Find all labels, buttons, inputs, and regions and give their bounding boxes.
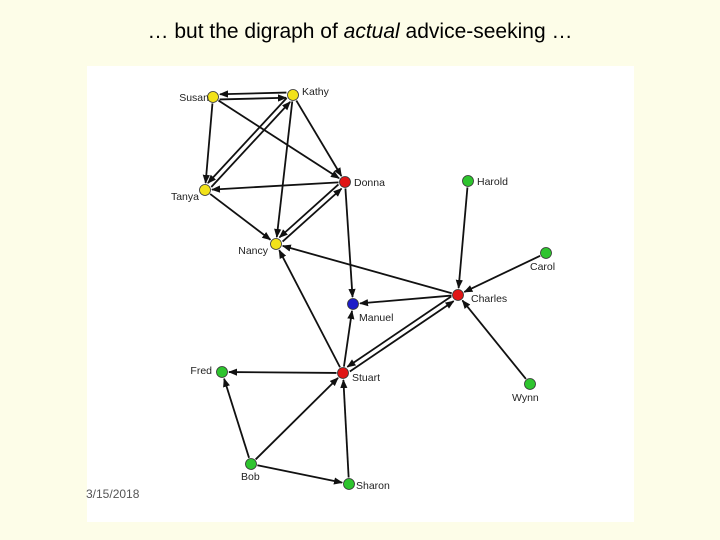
edge-carol-to-charles — [463, 254, 541, 293]
node-nancy: Nancy — [238, 238, 282, 257]
node-harold: Harold — [462, 175, 508, 188]
edge-bob-to-stuart — [254, 377, 339, 461]
node-carol: Carol — [530, 247, 555, 273]
node-label-kathy: Kathy — [302, 86, 330, 98]
title-prefix: … but the digraph of — [147, 20, 344, 43]
edge-donna-to-tanya — [211, 181, 339, 193]
slide-title: … but the digraph of actual advice-seeki… — [0, 20, 720, 44]
node-marker-stuart — [337, 367, 349, 379]
edge-harold-to-charles — [455, 187, 469, 289]
node-label-wynn: Wynn — [512, 392, 539, 404]
node-manuel: Manuel — [347, 298, 393, 324]
edge-bob-to-fred — [223, 377, 250, 459]
edge-wynn-to-charles — [461, 299, 527, 380]
edges-layer — [202, 90, 541, 485]
edge-stuart-to-charles — [349, 300, 455, 373]
node-marker-carol — [540, 247, 552, 259]
edge-nancy-to-donna — [281, 187, 343, 243]
node-label-bob: Bob — [241, 471, 260, 483]
node-charles: Charles — [452, 289, 507, 305]
edge-tanya-to-kathy — [210, 101, 291, 188]
edge-donna-to-manuel — [344, 188, 356, 298]
node-donna: Donna — [339, 176, 385, 189]
node-marker-bob — [245, 458, 257, 470]
edge-kathy-to-susan — [219, 90, 287, 98]
edge-donna-to-nancy — [278, 183, 340, 239]
edge-charles-to-manuel — [359, 294, 452, 307]
node-label-nancy: Nancy — [238, 245, 269, 257]
node-label-sharon: Sharon — [356, 480, 390, 492]
node-label-carol: Carol — [530, 261, 555, 273]
node-label-donna: Donna — [354, 177, 385, 189]
edge-susan-to-tanya — [202, 103, 214, 184]
node-marker-donna — [339, 176, 351, 188]
node-sharon: Sharon — [343, 478, 390, 492]
node-marker-charles — [452, 289, 464, 301]
edge-stuart-to-manuel — [343, 310, 355, 367]
slide-date: 3/15/2018 — [86, 487, 140, 501]
node-marker-manuel — [347, 298, 359, 310]
node-label-susan: Susan — [179, 92, 209, 104]
edge-bob-to-sharon — [257, 464, 344, 485]
node-marker-sharon — [343, 478, 355, 490]
node-marker-harold — [462, 175, 474, 187]
node-label-harold: Harold — [477, 176, 508, 188]
edge-kathy-to-tanya — [207, 97, 288, 184]
node-label-charles: Charles — [471, 293, 507, 305]
title-emphasis: actual — [343, 20, 400, 43]
edge-kathy-to-nancy — [274, 101, 294, 238]
node-label-manuel: Manuel — [359, 312, 393, 324]
edge-sharon-to-stuart — [340, 379, 350, 478]
node-marker-nancy — [270, 238, 282, 250]
node-tanya: Tanya — [171, 184, 211, 203]
edge-charles-to-stuart — [346, 295, 452, 368]
edge-tanya-to-nancy — [209, 193, 272, 241]
edge-susan-to-kathy — [219, 94, 287, 102]
node-fred: Fred — [190, 365, 228, 378]
node-marker-wynn — [524, 378, 536, 390]
node-wynn: Wynn — [512, 378, 539, 404]
node-label-tanya: Tanya — [171, 191, 199, 203]
node-susan: Susan — [179, 91, 219, 104]
edge-charles-to-nancy — [281, 244, 452, 295]
title-suffix: advice-seeking … — [399, 20, 573, 43]
node-bob: Bob — [241, 458, 260, 483]
node-kathy: Kathy — [287, 86, 330, 101]
node-stuart: Stuart — [337, 367, 380, 384]
edge-susan-to-donna — [217, 99, 340, 179]
edge-stuart-to-nancy — [278, 249, 341, 368]
node-marker-susan — [207, 91, 219, 103]
node-marker-fred — [216, 366, 228, 378]
node-label-stuart: Stuart — [352, 372, 380, 384]
edge-kathy-to-donna — [295, 100, 343, 177]
node-label-fred: Fred — [190, 365, 212, 377]
edge-stuart-to-fred — [228, 368, 337, 376]
node-marker-tanya — [199, 184, 211, 196]
node-marker-kathy — [287, 89, 299, 101]
